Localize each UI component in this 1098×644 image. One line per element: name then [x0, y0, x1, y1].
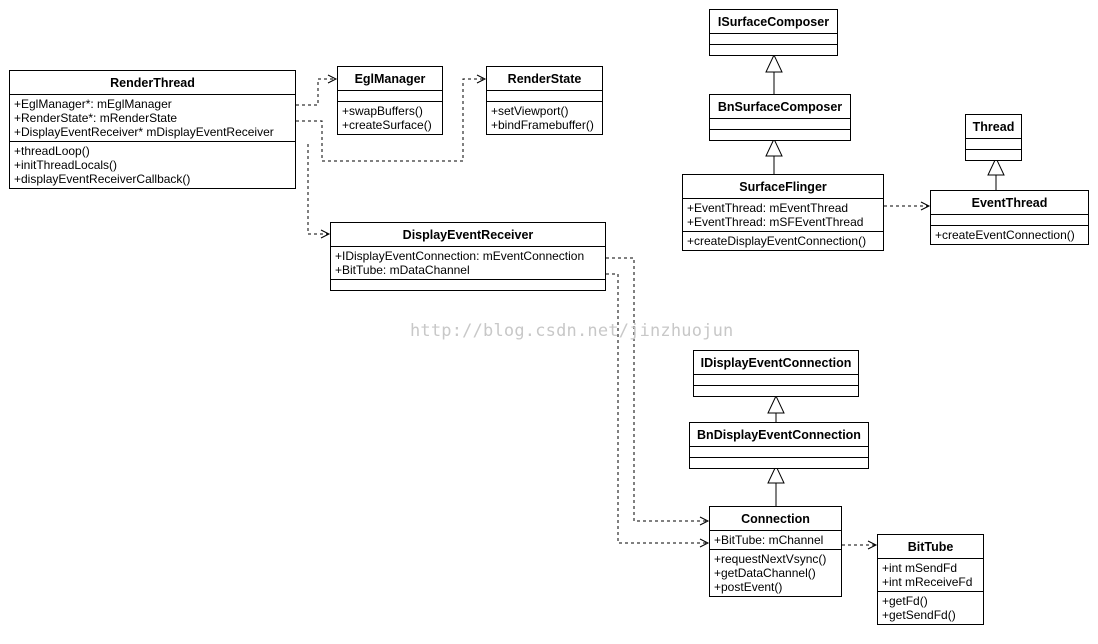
class-name: Thread: [972, 120, 1015, 134]
generalization-arrowhead-bnsurfacecomposer: [765, 137, 783, 157]
operations-compartment: +threadLoop()+initThreadLocals()+display…: [10, 141, 295, 188]
attribute-displayeventreceiver-mdisplayeventreceiver: +DisplayEventReceiver* mDisplayEventRece…: [14, 125, 274, 139]
class-name: BnDisplayEventConnection: [697, 428, 861, 442]
attribute-int-msendfd: +int mSendFd: [882, 561, 958, 575]
dependency-arrowhead-bittube: [867, 540, 878, 550]
generalization-arrowhead-thread: [987, 156, 1005, 176]
attributes-compartment: [710, 33, 837, 44]
class-surface-flinger[interactable]: SurfaceFlinger +EventThread: mEventThread…: [682, 174, 884, 251]
class-name: BitTube: [907, 540, 954, 554]
class-event-thread[interactable]: EventThread +createEventConnection(): [930, 190, 1089, 245]
dependency-arrowhead-displayeventreceiver: [320, 229, 331, 239]
operation-threadloop: +threadLoop(): [14, 144, 90, 158]
generalization-arrowhead-isurfacecomposer: [765, 53, 783, 73]
class-name: RenderThread: [110, 76, 195, 90]
operation-createeventconnection: +createEventConnection(): [935, 228, 1075, 242]
class-egl-manager[interactable]: EglManager +swapBuffers()+createSurface(): [337, 66, 443, 135]
operations-compartment: +getFd()+getSendFd(): [878, 591, 983, 624]
generalization-arrowhead-bndisplayeventconnection: [767, 464, 785, 484]
operations-compartment: [694, 385, 858, 396]
attributes-compartment: +EglManager*: mEglManager+RenderState*: …: [10, 94, 295, 141]
class-name: BnSurfaceComposer: [717, 100, 843, 114]
operation-initthreadlocals: +initThreadLocals(): [14, 158, 118, 172]
class-render-state[interactable]: RenderState +setViewport()+bindFramebuffe…: [486, 66, 603, 135]
attribute-eventthread-meventthread: +EventThread: mEventThread: [687, 201, 849, 215]
attribute-eglmanager-meglmanager: +EglManager*: mEglManager: [14, 97, 172, 111]
dependency-line-connection-event: [606, 257, 708, 522]
operation-getsendfd: +getSendFd(): [882, 608, 956, 622]
dependency-line-displayeventreceiver: [307, 144, 329, 235]
attribute-renderstate-mrenderstate: +RenderState*: mRenderState: [14, 111, 178, 125]
dependency-line-eglmanager: [296, 78, 336, 106]
attributes-compartment: +BitTube: mChannel: [710, 530, 841, 549]
generalization-arrowhead-idisplayeventconnection: [767, 394, 785, 414]
operation-createsurface: +createSurface(): [342, 118, 432, 132]
class-display-event-receiver[interactable]: DisplayEventReceiver +IDisplayEventConnec…: [330, 222, 606, 291]
operations-compartment: +createDisplayEventConnection(): [683, 231, 883, 250]
attribute-int-mreceivefd: +int mReceiveFd: [882, 575, 973, 589]
class-idisplay-event-connection[interactable]: IDisplayEventConnection: [693, 350, 859, 397]
operation-getfd: +getFd(): [882, 594, 928, 608]
operation-setviewport: +setViewport(): [491, 104, 569, 118]
class-name: RenderState: [507, 72, 582, 86]
attributes-compartment: +EventThread: mEventThread+EventThread: …: [683, 198, 883, 231]
dependency-arrowhead-eglmanager: [327, 74, 338, 84]
operations-compartment: +createEventConnection(): [931, 225, 1088, 244]
class-render-thread[interactable]: RenderThread +EglManager*: mEglManager+Re…: [9, 70, 296, 189]
dependency-arrowhead-eventthread: [920, 201, 931, 211]
class-name: EventThread: [971, 196, 1048, 210]
dependency-arrowhead-renderstate: [476, 74, 487, 84]
attribute-bittube-mchannel: +BitTube: mChannel: [714, 533, 824, 547]
class-name: Connection: [741, 512, 810, 526]
operations-compartment: [690, 457, 868, 468]
operations-compartment: [710, 129, 850, 140]
operations-compartment: +setViewport()+bindFramebuffer(): [487, 101, 602, 134]
attribute-bittube-mdatachannel: +BitTube: mDataChannel: [335, 263, 470, 277]
operation-getdatachannel: +getDataChannel(): [714, 566, 816, 580]
operations-compartment: [710, 44, 837, 55]
dependency-line-connection-channel: [606, 273, 708, 544]
operation-requestnextvsync: +requestNextVsync(): [714, 552, 827, 566]
class-name: ISurfaceComposer: [717, 15, 830, 29]
class-name: SurfaceFlinger: [739, 180, 827, 194]
operation-createdisplayeventconnection: +createDisplayEventConnection(): [687, 234, 867, 248]
class-name: IDisplayEventConnection: [700, 356, 852, 370]
operations-compartment: [331, 279, 605, 290]
operation-displayeventreceivercallback: +displayEventReceiverCallback(): [14, 172, 191, 186]
operations-compartment: [966, 149, 1021, 160]
watermark-text: http://blog.csdn.net/jinzhuojun: [410, 321, 734, 341]
class-bit-tube[interactable]: BitTube+int mSendFd+int mReceiveFd+getFd…: [877, 534, 984, 625]
class-name: DisplayEventReceiver: [402, 228, 534, 242]
operation-swapbuffers: +swapBuffers(): [342, 104, 423, 118]
attributes-compartment: +int mSendFd+int mReceiveFd: [878, 558, 983, 591]
operations-compartment: +requestNextVsync()+getDataChannel()+pos…: [710, 549, 841, 596]
class-bn-display-event-connection[interactable]: BnDisplayEventConnection: [689, 422, 869, 469]
attribute-idisplayeventconnection-meventconnection: +IDisplayEventConnection: mEventConnecti…: [335, 249, 585, 263]
operation-bindframebuffer: +bindFramebuffer(): [491, 118, 594, 132]
attributes-compartment: [931, 214, 1088, 225]
dependency-arrowhead-connection-event: [699, 516, 710, 526]
class-name: EglManager: [354, 72, 426, 86]
class-isurface-composer[interactable]: ISurfaceComposer: [709, 9, 838, 56]
class-bn-surface-composer[interactable]: BnSurfaceComposer: [709, 94, 851, 141]
attributes-compartment: +IDisplayEventConnection: mEventConnecti…: [331, 246, 605, 279]
attributes-compartment: [694, 374, 858, 385]
attributes-compartment: [338, 90, 442, 101]
operation-postevent: +postEvent(): [714, 580, 783, 594]
operations-compartment: +swapBuffers()+createSurface(): [338, 101, 442, 134]
dependency-arrowhead-connection-channel: [699, 538, 710, 548]
attributes-compartment: [966, 138, 1021, 149]
attributes-compartment: [690, 446, 868, 457]
attributes-compartment: [487, 90, 602, 101]
attributes-compartment: [710, 118, 850, 129]
attribute-eventthread-msfeventthread: +EventThread: mSFEventThread: [687, 215, 864, 229]
class-connection[interactable]: Connection +BitTube: mChannel +requestNext…: [709, 506, 842, 597]
class-thread[interactable]: Thread: [965, 114, 1022, 161]
